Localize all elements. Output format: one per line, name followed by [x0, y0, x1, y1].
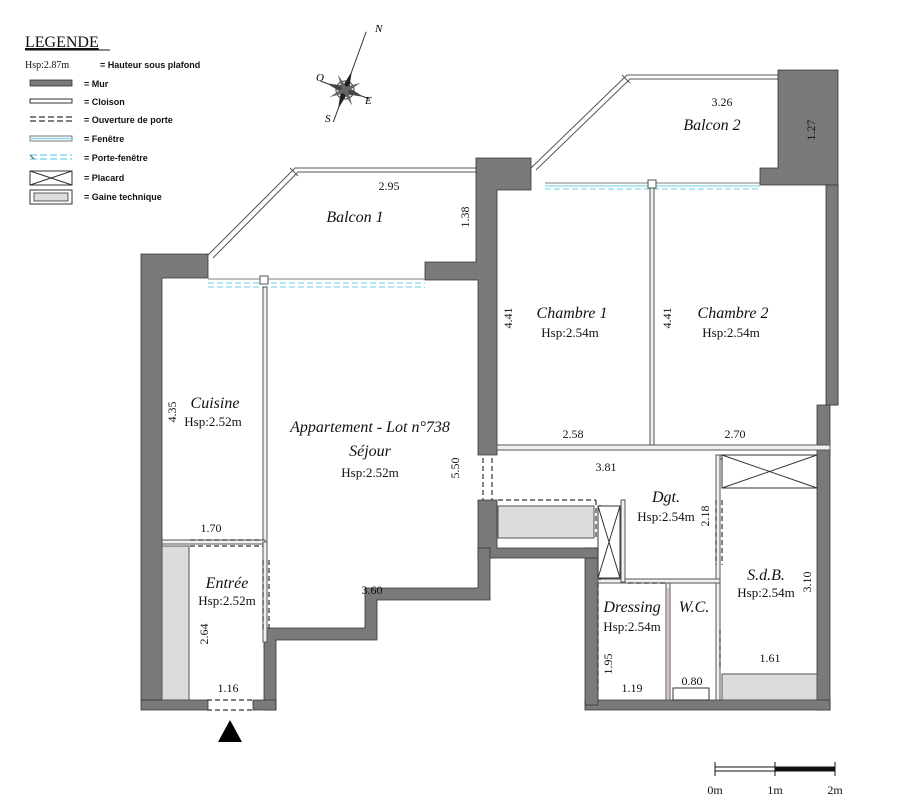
chambre2-name: Chambre 2: [698, 305, 769, 322]
door-opening-swatch-icon: [30, 116, 72, 122]
legend-label-wall: = Mur: [84, 79, 109, 89]
room-labels: Balcon 1 Balcon 2 Cuisine Hsp:2.52m Appa…: [184, 117, 794, 634]
legend-label-partition: = Cloison: [84, 97, 125, 107]
dim-sejour-h: 5.50: [448, 458, 462, 479]
dressing-name: Dressing: [602, 599, 660, 616]
appartement-title: Appartement - Lot n°738: [289, 419, 450, 436]
dim-ch2-w: 2.70: [725, 427, 746, 441]
dim-wc-w: 0.80: [682, 674, 703, 688]
dim-balcon1-h: 1.38: [458, 207, 472, 228]
dgt-hsp: Hsp:2.54m: [637, 509, 694, 524]
legend-label-technical-duct: = Gaine technique: [84, 192, 162, 202]
scale-label-2: 2m: [827, 783, 843, 797]
dim-cuisine-w: 1.70: [201, 521, 222, 535]
dim-ch1-w: 2.58: [563, 427, 584, 441]
legend-label-french-window: = Porte-fenêtre: [84, 153, 148, 163]
compass-s-label: S: [325, 113, 331, 125]
legend-label-window: = Fenêtre: [84, 134, 124, 144]
scale-label-0: 0m: [707, 783, 723, 797]
chambre1-name: Chambre 1: [537, 305, 608, 322]
legend-label-hsp: = Hauteur sous plafond: [100, 60, 200, 70]
scale-bar: 0m 1m 2m: [707, 762, 843, 797]
legend-label-closet: = Placard: [84, 173, 124, 183]
exterior-walls: [140, 69, 839, 711]
closet-dgt-icon: [597, 505, 621, 579]
legend-title: LEGENDE: [25, 34, 99, 51]
entrance-arrow-icon: [218, 720, 242, 742]
technical-ducts: [161, 505, 818, 701]
dim-couloir-w: 3.81: [596, 460, 617, 474]
dim-balcon2-h: 1.27: [804, 120, 818, 141]
sejour-name: Séjour: [349, 443, 392, 460]
partition-swatch-icon: [29, 98, 73, 104]
windows: [208, 179, 760, 288]
dim-dressing-h: 1.95: [601, 654, 615, 675]
cuisine-hsp: Hsp:2.52m: [184, 414, 241, 429]
compass-e-label: E: [364, 95, 372, 107]
closets: [597, 454, 818, 579]
cuisine-name: Cuisine: [191, 395, 240, 412]
dim-entree-w: 1.16: [218, 681, 239, 695]
chambre1-hsp: Hsp:2.54m: [541, 325, 598, 340]
dim-dgt-h: 2.18: [698, 506, 712, 527]
dim-balcon1-w: 2.95: [379, 179, 400, 193]
dim-sdb-w: 1.61: [760, 651, 781, 665]
dim-dressing-w: 1.19: [622, 681, 643, 695]
wall-swatch-icon: [29, 79, 73, 87]
entree-name: Entrée: [205, 575, 249, 592]
legend: LEGENDE Hsp:2.87m = Hauteur sous plafond…: [25, 34, 200, 205]
door-openings: [190, 458, 723, 711]
sejour-hsp: Hsp:2.52m: [341, 465, 398, 480]
balcon1-name: Balcon 1: [326, 209, 383, 226]
closet-swatch-icon: [29, 170, 73, 186]
balcon2-name: Balcon 2: [683, 117, 740, 134]
balcony-railings: [207, 74, 778, 259]
dim-sejour-w: 3.60: [362, 583, 383, 597]
compass-n-label: N: [374, 23, 383, 35]
wc-name: W.C.: [679, 599, 710, 616]
dim-balcon2-w: 3.26: [712, 95, 733, 109]
dim-entree-h: 2.64: [197, 624, 211, 645]
scale-label-1: 1m: [767, 783, 783, 797]
sdb-name: S.d.B.: [747, 567, 785, 584]
window-swatch-icon: [29, 135, 73, 142]
dim-cuisine-h: 4.35: [165, 402, 179, 423]
dgt-name: Dgt.: [651, 489, 680, 506]
dim-ch2-h: 4.41: [660, 308, 674, 329]
dimensions: 3.26 1.27 2.95 1.38 4.41 4.41 4.35 2.58 …: [165, 95, 818, 695]
technical-duct-swatch-icon: [29, 189, 73, 205]
compass-o-label: O: [316, 72, 324, 84]
dim-ch1-h: 4.41: [501, 308, 515, 329]
dim-sdb-h: 3.10: [800, 572, 814, 593]
french-window-swatch-icon: [29, 154, 72, 160]
compass-rose-icon: N O E S: [316, 23, 383, 125]
sdb-hsp: Hsp:2.54m: [737, 585, 794, 600]
dressing-hsp: Hsp:2.54m: [603, 619, 660, 634]
closet-sdb-icon: [721, 454, 818, 489]
legend-label-door-opening: = Ouverture de porte: [84, 115, 173, 125]
legend-key-hsp: Hsp:2.87m: [25, 60, 69, 71]
chambre2-hsp: Hsp:2.54m: [702, 325, 759, 340]
entree-hsp: Hsp:2.52m: [198, 593, 255, 608]
